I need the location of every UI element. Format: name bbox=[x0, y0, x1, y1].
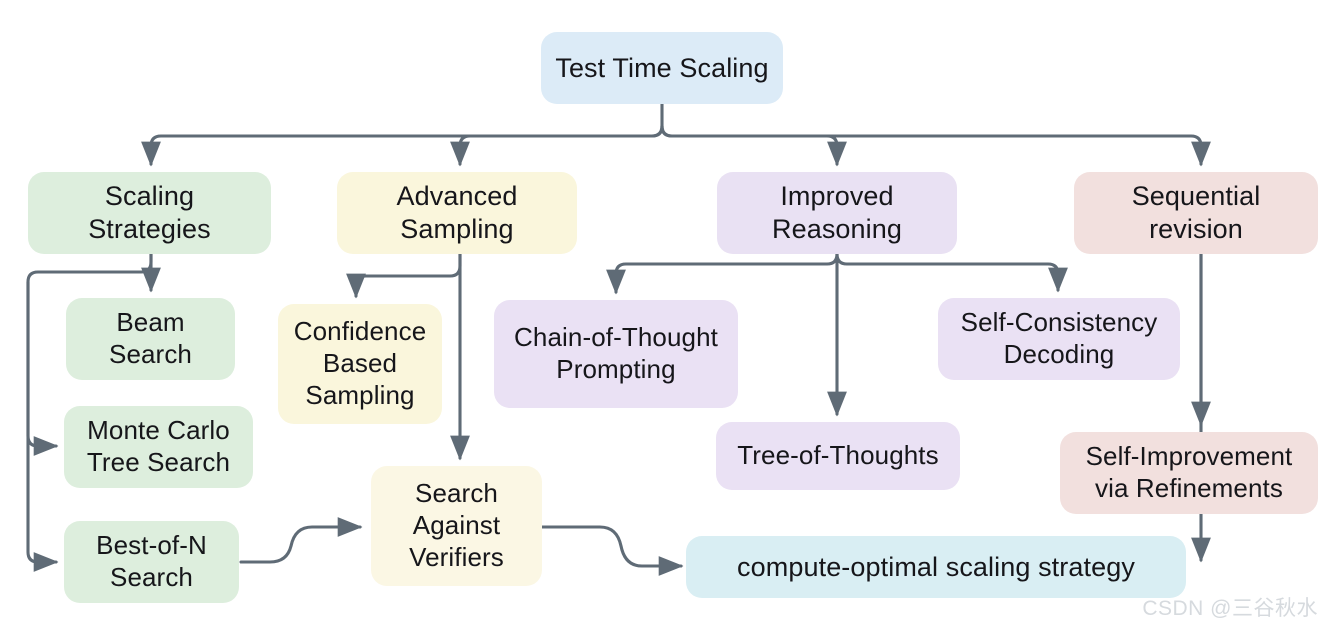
node-test-time-scaling[interactable]: Test Time Scaling bbox=[541, 32, 783, 104]
node-best-of-n-search[interactable]: Best-of-N Search bbox=[64, 521, 239, 603]
edge-improved-reasoning-to-chain-of-thought bbox=[606, 252, 839, 295]
node-search-against-verifiers[interactable]: Search Against Verifiers bbox=[371, 466, 542, 586]
node-self-consistency-decoding[interactable]: Self-Consistency Decoding bbox=[938, 298, 1180, 380]
node-sequential-revision[interactable]: Sequential revision bbox=[1074, 172, 1318, 254]
node-beam-search[interactable]: Beam Search bbox=[66, 298, 235, 380]
node-chain-of-thought-prompting[interactable]: Chain-of-Thought Prompting bbox=[494, 300, 738, 408]
edge-search-against-verifiers-to-compute-optimal bbox=[540, 525, 684, 576]
node-tree-of-thoughts[interactable]: Tree-of-Thoughts bbox=[716, 422, 960, 490]
edge-improved-reasoning-to-self-consistency-decoding bbox=[835, 252, 1068, 293]
node-improved-reasoning[interactable]: Improved Reasoning bbox=[717, 172, 957, 254]
node-compute-optimal-scaling-strategy[interactable]: compute-optimal scaling strategy bbox=[686, 536, 1186, 598]
node-scaling-strategies[interactable]: Scaling Strategies bbox=[28, 172, 271, 254]
edge-root-to-scaling-strategies bbox=[141, 124, 664, 167]
edge-best-of-n-search-to-search-against-verifiers bbox=[239, 517, 363, 564]
edge-root-to-improved-reasoning bbox=[660, 124, 847, 167]
edge-scaling-strategies-to-best-of-n-search bbox=[26, 280, 59, 572]
node-confidence-based-sampling[interactable]: Confidence Based Sampling bbox=[278, 304, 442, 424]
edge-root-to-sequential-revision bbox=[660, 124, 1211, 167]
node-monte-carlo-tree-search[interactable]: Monte Carlo Tree Search bbox=[64, 406, 253, 488]
edge-advanced-sampling-to-confidence-based-sampling bbox=[346, 252, 462, 299]
watermark: CSDN @三谷秋水 bbox=[1142, 597, 1318, 620]
node-advanced-sampling[interactable]: Advanced Sampling bbox=[337, 172, 577, 254]
node-self-improvement-via-refinements[interactable]: Self-Improvement via Refinements bbox=[1060, 432, 1318, 514]
edge-root-to-advanced-sampling bbox=[450, 124, 664, 167]
